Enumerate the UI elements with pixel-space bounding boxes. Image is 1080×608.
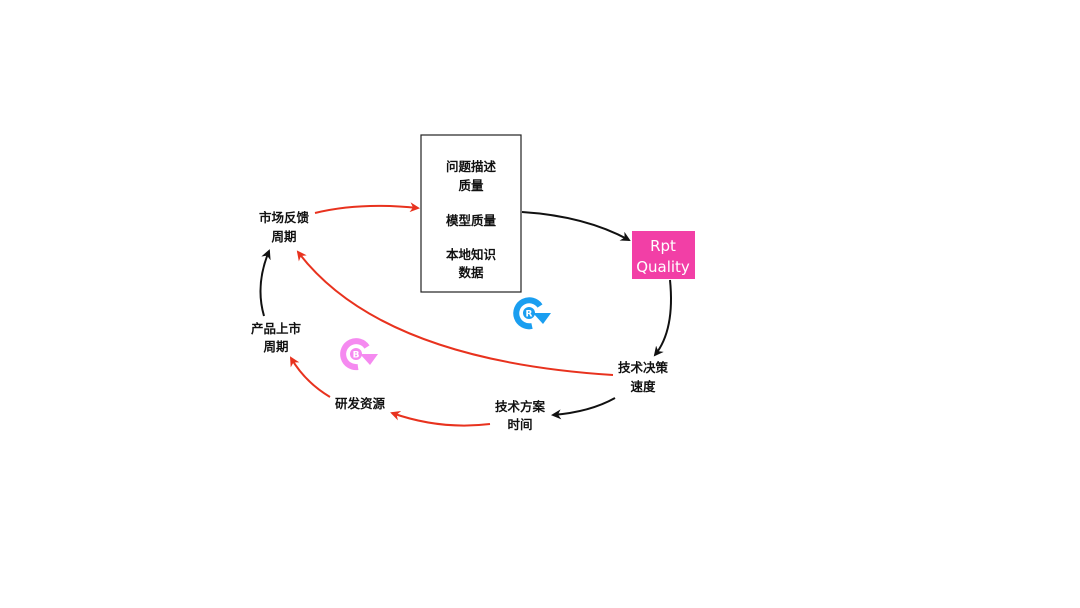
node-tech-solution: 技术方案 时间 (495, 399, 546, 432)
reinforcing-loop-icon: R (513, 297, 551, 330)
arrow-launch-to-market (259, 249, 271, 317)
node-rd-resources: 研发资源 (335, 396, 386, 411)
node-label: 周期 (263, 339, 288, 354)
arrow-market-to-box (314, 202, 420, 214)
box-line-2: 质量 (458, 178, 484, 193)
node-product-launch: 产品上市 周期 (251, 321, 302, 354)
node-label: 周期 (271, 229, 296, 244)
node-tech-decision: 技术决策 速度 (618, 360, 669, 394)
arrow-rpt-to-decision (653, 279, 672, 357)
node-label: 速度 (630, 379, 656, 394)
node-label: 产品上市 (251, 321, 302, 336)
node-label: 研发资源 (335, 396, 386, 411)
loop-label: B (353, 351, 360, 361)
box-line-4: 本地知识 (446, 247, 497, 262)
arrow-decision-to-market (296, 250, 614, 376)
box-line-3: 模型质量 (446, 213, 497, 228)
rpt-line-2: Quality (636, 258, 690, 276)
box-line-5: 数据 (457, 265, 484, 280)
node-label: 技术方案 (495, 399, 546, 414)
arrow-box-to-rpt (521, 211, 631, 241)
loop-label: R (526, 310, 533, 320)
arrow-solution-to-rd (390, 410, 491, 427)
balancing-loop-icon: B (340, 338, 378, 371)
rpt-line-1: Rpt (650, 237, 676, 255)
node-label: 技术决策 (618, 360, 669, 375)
box-line-1: 问题描述 (446, 159, 497, 174)
arrow-decision-to-solution (551, 397, 616, 420)
node-market-feedback: 市场反馈 周期 (259, 210, 310, 244)
node-label: 时间 (507, 417, 532, 432)
arrow-rd-to-launch (289, 356, 331, 398)
factors-box: 问题描述 质量 模型质量 本地知识 数据 (420, 134, 522, 293)
node-label: 市场反馈 (259, 210, 310, 225)
rpt-quality-node: Rpt Quality (632, 231, 695, 279)
